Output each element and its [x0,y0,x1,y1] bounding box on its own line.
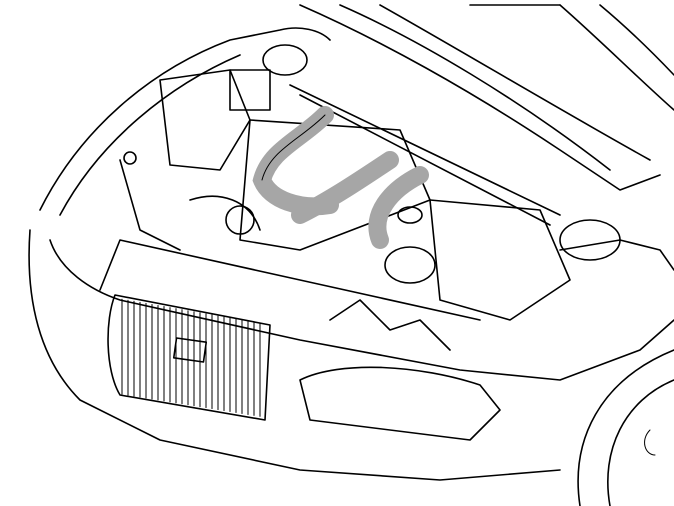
grille [107,294,271,421]
wheel [577,349,674,506]
highlighted-hoses [252,106,429,249]
car-body [28,27,674,481]
open-hood [299,4,674,191]
headlight [299,366,501,441]
engine [119,69,571,351]
